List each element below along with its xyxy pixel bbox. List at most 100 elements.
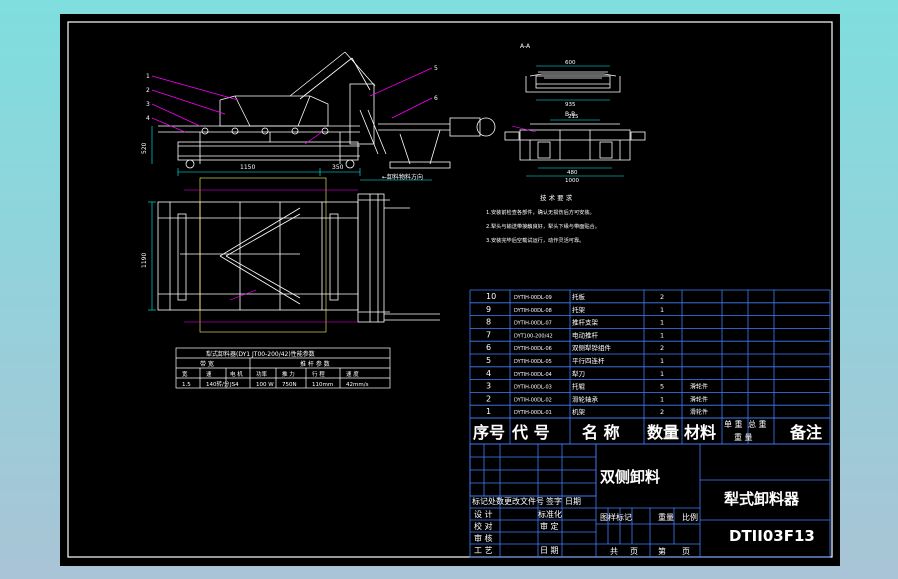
tech-requirements: 1.安装前检查各部件，确认无损伤后方可安装。2.犁头与输送带接触良好，犁头下缘与… [486, 208, 600, 244]
dim-600: 600 [565, 60, 576, 66]
dim-215: 215 [568, 114, 579, 120]
bom-row-qty: 5 [660, 383, 664, 391]
dim-1000: 1000 [565, 178, 579, 184]
tech-requirement-line: 3.安装完毕后空载试运行，动作灵活可靠。 [486, 236, 584, 244]
param-table-title: 犁式卸料器(DY1 JT00-200/42)性能参数 [206, 350, 315, 358]
bom-row-qty: 1 [660, 395, 664, 403]
bom-row-note: 滑轮件 [690, 383, 708, 391]
tech-requirement-line: 1.安装前检查各部件，确认无损伤后方可安装。 [486, 208, 595, 216]
dim-480: 480 [567, 170, 578, 176]
bom-header-total-weight: 总 重 [748, 419, 767, 429]
bom-header-qty: 数量 [647, 423, 679, 442]
bom-row-name: 推杆支架 [572, 318, 599, 327]
bom-row-no: 5 [486, 356, 491, 365]
bom-header-weight: 重 量 [734, 432, 753, 442]
section-b-b [504, 123, 646, 161]
label-audit: 审 核 [474, 533, 493, 543]
bom-row-name: 双侧犁铧组件 [572, 343, 612, 352]
bom-row-code: DYTIH-00DL-01 [514, 410, 552, 416]
bom-row-no: 4 [486, 369, 491, 378]
plan-hidden-lines [199, 177, 327, 333]
param-subheader-cell: 电 机 [230, 370, 243, 378]
param-value-cell: 110mm [312, 382, 333, 388]
bom-header-note: 备注 [789, 423, 822, 442]
front-dimensions [151, 126, 432, 181]
param-value-cell: 100 W [256, 382, 274, 388]
param-subheader-cell: 速 [206, 371, 212, 378]
bom-header-name: 名 称 [582, 423, 620, 442]
label-total: 共 [610, 547, 618, 556]
param-value-cell: 1.5 [182, 382, 191, 388]
a-a-dimensions [536, 65, 610, 101]
bom-header-unit-weight: 单 重 [724, 419, 743, 429]
dim-935: 935 [565, 102, 576, 108]
section-b-b-label: B-B [565, 111, 575, 118]
bom-header-code: 代 号 [511, 423, 550, 442]
bom-row-code: DYTIH-00DL-04 [514, 372, 552, 378]
rev-doc-no: 更改文件号 [504, 496, 544, 506]
label-no: 第 [658, 546, 666, 556]
bom-row-name: 平行四连杆 [572, 356, 605, 365]
label-standard: 标准化 [538, 509, 562, 519]
svg-text:3: 3 [146, 101, 150, 108]
title-block-grid [469, 443, 831, 558]
param-subheader-cell: 宽 [182, 370, 188, 378]
bom-row-no: 6 [486, 343, 491, 352]
rev-mark: 标记 [472, 496, 488, 506]
bom-row-qty: 1 [660, 306, 664, 314]
bom-row-no: 10 [486, 292, 496, 301]
parameter-table [175, 347, 391, 389]
param-header-pushrod: 推 杆 参 数 [300, 360, 330, 368]
bom-row-code: DYTIH-00DL-06 [514, 346, 552, 352]
bom-row-name: 托板 [572, 292, 586, 301]
border-frame [67, 21, 833, 558]
section-a-a-label: A-A [520, 43, 531, 50]
svg-text:5: 5 [434, 65, 438, 72]
b-b-dimensions [526, 119, 624, 177]
bom-row-code: DYTIH-00DL-09 [514, 295, 552, 301]
label-date: 日 期 [540, 546, 559, 555]
bom-row-no: 8 [486, 318, 491, 327]
front-leaders [151, 67, 433, 145]
svg-text:2: 2 [146, 87, 150, 94]
bom-row-qty: 2 [660, 408, 664, 416]
param-value-cell: JS4 [229, 382, 239, 388]
drawing-sheet: 1 2 3 4 5 6 1150 350 520 ←卸料物料方向 [60, 14, 840, 566]
bom-row-name: 托辊 [572, 382, 586, 391]
bom-header: 序号 代 号 名 称 数量 材料 单 重 总 重 重 量 备注 [473, 419, 822, 442]
param-subheader-cell: 推 力 [282, 370, 295, 378]
bom-row-name: 电动推杆 [572, 330, 599, 339]
label-design: 设 计 [474, 509, 493, 519]
label-review: 审 定 [540, 521, 559, 531]
label-scale: 比例 [682, 512, 698, 522]
dim-520: 520 [141, 142, 148, 154]
bom-row-qty: 1 [660, 319, 664, 327]
bom-row-no: 2 [486, 394, 491, 403]
drawing-number: DTII03F13 [729, 527, 815, 545]
bom-row-note: 滑轮件 [690, 408, 708, 416]
dim-1150: 1150 [240, 164, 255, 171]
param-subheader-cell: 功率 [256, 370, 268, 378]
param-value-cell: 140转/分 [206, 380, 230, 388]
bom-row-code: DYT100-200/42 [514, 333, 553, 339]
bom-row-qty: 1 [660, 331, 664, 339]
param-value-cell: 750N [282, 382, 297, 388]
bom-row-name: 滑轮轴承 [572, 394, 599, 403]
drawing-name: 双侧卸料 [600, 468, 660, 486]
svg-text:1: 1 [146, 73, 150, 80]
bom-header-seq: 序号 [473, 423, 505, 442]
rev-sign: 签字 [546, 496, 562, 506]
bom-row-name: 机架 [572, 407, 586, 416]
bom-row-name: 托架 [572, 305, 586, 314]
bom-row-note: 滑轮件 [690, 395, 708, 403]
dim-350: 350 [332, 164, 344, 171]
cad-drawing: 1 2 3 4 5 6 1150 350 520 ←卸料物料方向 [67, 21, 833, 558]
section-a-a [525, 71, 621, 93]
rev-date: 日期 [565, 497, 581, 506]
front-view [158, 51, 496, 169]
bom-row-qty: 2 [660, 344, 664, 352]
label-check: 校 对 [474, 521, 493, 531]
bom-header-material: 材料 [684, 423, 716, 442]
label-weight: 重量 [658, 512, 674, 522]
